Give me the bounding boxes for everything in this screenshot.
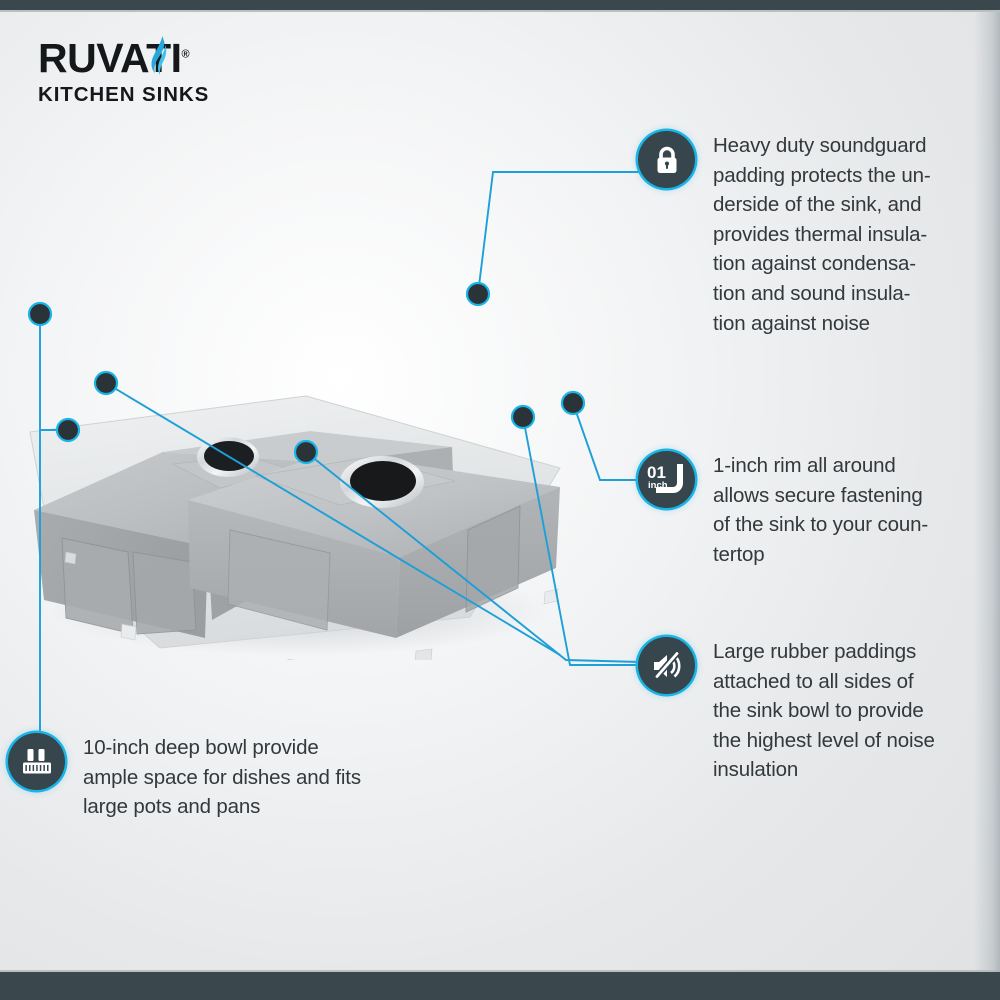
lock-icon (638, 131, 695, 188)
rim-icon-number: 01 (647, 463, 666, 482)
bottom-band (0, 972, 1000, 1000)
callout-rim-text: 1-inch rim all around allows secure fast… (713, 454, 929, 566)
registered-mark: ® (181, 48, 190, 61)
rim-icon-unit: inch (648, 480, 668, 491)
callout-rubber-padding-text: Large rubber paddings attached to all si… (713, 640, 935, 782)
callout-soundguard-text: Heavy duty soundguard padding protects t… (713, 134, 931, 335)
top-band (0, 0, 1000, 10)
product-image (29, 395, 561, 660)
top-band-divider (0, 10, 1000, 12)
callout-deep-bowl: 10-inch deep bowl provide ample space fo… (8, 733, 361, 822)
brand-logo: RUVATI® KITCHEN SINKS (38, 35, 258, 108)
callout-deep-bowl-text: 10-inch deep bowl provide ample space fo… (83, 736, 361, 819)
mute-icon (638, 637, 695, 694)
callout-rim: 01 inch 1-inch rim all around allows sec… (638, 451, 928, 569)
bottom-band-divider (0, 970, 1000, 972)
depth-ruler-icon (8, 733, 65, 790)
brand-name: RUVATI® (38, 35, 190, 81)
callout-rubber-padding: Large rubber paddings attached to all si… (638, 637, 935, 785)
callout-soundguard: Heavy duty soundguard padding protects t… (638, 131, 931, 338)
one-inch-rim-icon: 01 inch (638, 451, 695, 508)
brand-tagline: KITCHEN SINKS (38, 83, 210, 106)
